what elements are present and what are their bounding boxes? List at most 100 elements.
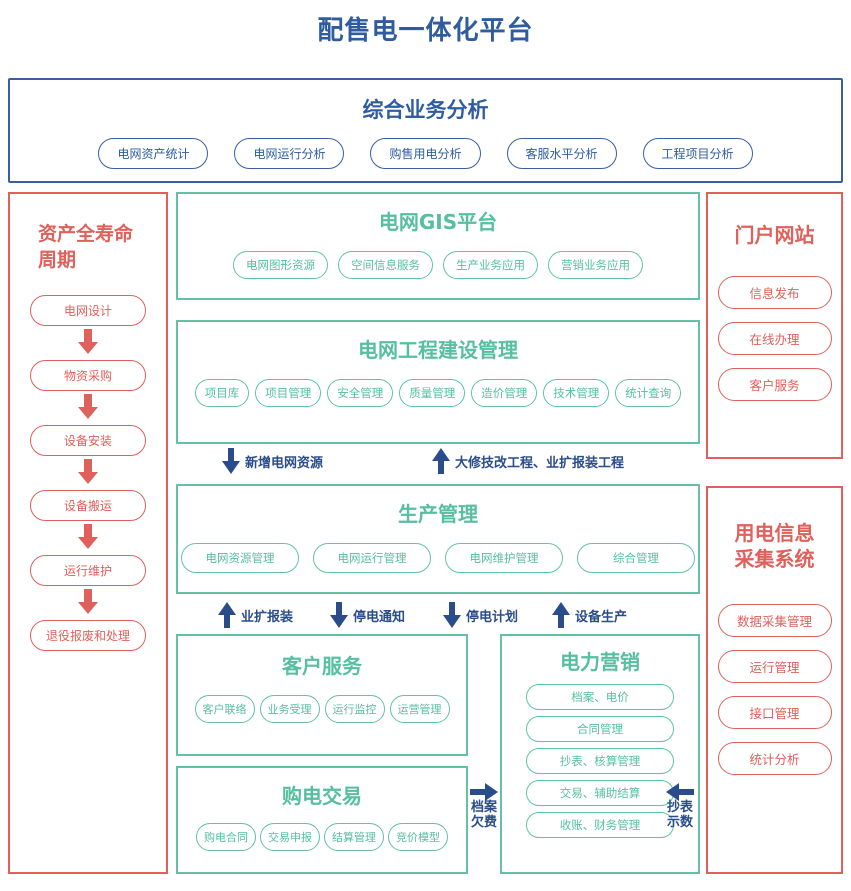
flow-business-expansion: 业扩报装 (218, 602, 293, 628)
metering-system-title-line1: 用电信息 (734, 521, 815, 545)
banner-item-service-level-analysis[interactable]: 客服水平分析 (506, 138, 617, 169)
purchase-item-settlement-mgmt[interactable]: 结算管理 (324, 823, 384, 851)
customer-service-pill-row: 客户联络 业务受理 运行监控 运营管理 (178, 695, 466, 723)
production-item-grid-maintenance-mgmt[interactable]: 电网维护管理 (445, 543, 563, 573)
production-item-comprehensive-mgmt[interactable]: 综合管理 (577, 543, 695, 573)
portal-item-info-release[interactable]: 信息发布 (717, 276, 832, 309)
asset-lifecycle-title-line2: 周期 (38, 248, 77, 271)
metering-item-data-collection-mgmt[interactable]: 数据采集管理 (717, 604, 832, 637)
metering-item-operation-mgmt[interactable]: 运行管理 (717, 650, 832, 683)
gis-platform-title: 电网GIS平台 (378, 210, 498, 234)
banner-title: 综合业务分析 (362, 98, 489, 122)
portal-site-panel: 门户网站 信息发布 在线办理 客户服务 (706, 192, 843, 459)
banner-item-grid-asset-stats[interactable]: 电网资产统计 (98, 138, 209, 169)
gis-platform-pill-row: 电网图形资源 空间信息服务 生产业务应用 营销业务应用 (178, 251, 698, 279)
arrow-up-icon (432, 448, 450, 474)
arrow-down-icon (84, 459, 92, 474)
banner-item-project-analysis[interactable]: 工程项目分析 (642, 138, 753, 169)
lifecycle-step-operation-maintenance[interactable]: 运行维护 (30, 555, 146, 587)
lifecycle-step-equipment-transport[interactable]: 设备搬运 (30, 490, 146, 522)
flow-new-grid-resources: 新增电网资源 (222, 448, 323, 474)
construction-item-statistics-query[interactable]: 统计查询 (615, 379, 682, 407)
production-item-grid-operation-mgmt[interactable]: 电网运行管理 (313, 543, 431, 573)
arrow-down-icon (330, 602, 348, 628)
portal-item-customer-service[interactable]: 客户服务 (717, 368, 832, 401)
grid-construction-panel: 电网工程建设管理 项目库 项目管理 安全管理 质量管理 造价管理 技术管理 统计… (176, 320, 700, 444)
lifecycle-step-decommission-disposal[interactable]: 退役报废和处理 (30, 620, 146, 652)
flow-meter-reading-value-line2: 示数 (666, 814, 693, 830)
construction-item-quality-mgmt[interactable]: 质量管理 (399, 379, 466, 407)
asset-lifecycle-panel: 资产全寿命 周期 电网设计 物资采购 设备安装 设备搬运 运行维护 退役报废和处… (8, 192, 168, 874)
power-purchase-pill-row: 购电合同 交易申报 结算管理 竞价模型 (178, 823, 466, 851)
flow-archive-arrears: 档案 欠费 (468, 783, 500, 831)
service-item-customer-contact[interactable]: 客户联络 (194, 695, 255, 723)
construction-item-project-mgmt[interactable]: 项目管理 (255, 379, 322, 407)
flow-equipment-production: 设备生产 (552, 602, 627, 628)
construction-item-cost-mgmt[interactable]: 造价管理 (471, 379, 538, 407)
purchase-item-trade-declaration[interactable]: 交易申报 (260, 823, 320, 851)
construction-item-technical-mgmt[interactable]: 技术管理 (543, 379, 610, 407)
service-item-operation-mgmt[interactable]: 运营管理 (389, 695, 450, 723)
power-purchase-title: 购电交易 (282, 784, 362, 808)
marketing-item-archive-price[interactable]: 档案、电价 (526, 684, 674, 710)
production-management-pill-row: 电网资源管理 电网运行管理 电网维护管理 综合管理 (178, 543, 698, 573)
flow-archive-arrears-line2: 欠费 (470, 814, 497, 830)
marketing-item-trade-aux-settlement[interactable]: 交易、辅助结算 (526, 780, 674, 806)
arrow-down-icon (84, 329, 92, 344)
arrow-up-icon (218, 602, 236, 628)
flow-meter-reading-value-line1: 抄表 (666, 800, 693, 815)
portal-site-title: 门户网站 (734, 223, 815, 247)
production-management-title: 生产管理 (398, 502, 478, 526)
gis-item-production-application[interactable]: 生产业务应用 (443, 251, 538, 279)
portal-site-list: 信息发布 在线办理 客户服务 (708, 276, 841, 401)
flow-new-grid-resources-label: 新增电网资源 (245, 455, 324, 471)
flow-outage-notice: 停电通知 (330, 602, 405, 628)
arrow-left-icon (666, 783, 694, 801)
metering-item-interface-mgmt[interactable]: 接口管理 (717, 696, 832, 729)
customer-service-panel: 客户服务 客户联络 业务受理 运行监控 运营管理 (176, 634, 468, 756)
power-marketing-list: 档案、电价 合同管理 抄表、核算管理 交易、辅助结算 收账、财务管理 (502, 684, 698, 838)
asset-lifecycle-title-line1: 资产全寿命 (38, 223, 134, 245)
lifecycle-step-grid-design[interactable]: 电网设计 (30, 295, 146, 327)
production-management-panel: 生产管理 电网资源管理 电网运行管理 电网维护管理 综合管理 (176, 484, 700, 594)
banner-item-purchase-sale-analysis[interactable]: 购售用电分析 (370, 138, 481, 169)
service-item-business-acceptance[interactable]: 业务受理 (259, 695, 320, 723)
flow-overhaul-and-expansion-label: 大修技改工程、业扩报装工程 (455, 455, 625, 471)
lifecycle-step-material-procurement[interactable]: 物资采购 (30, 360, 146, 392)
page-title: 配售电一体化平台 (317, 16, 534, 46)
gis-item-marketing-application[interactable]: 营销业务应用 (548, 251, 643, 279)
purchase-item-purchase-contract[interactable]: 购电合同 (196, 823, 256, 851)
purchase-item-bidding-model[interactable]: 竞价模型 (388, 823, 448, 851)
metering-system-panel: 用电信息 采集系统 数据采集管理 运行管理 接口管理 统计分析 (706, 486, 843, 874)
asset-lifecycle-title: 资产全寿命 周期 (10, 194, 166, 273)
power-marketing-title: 电力营销 (560, 650, 640, 674)
marketing-item-meter-reading-accounting[interactable]: 抄表、核算管理 (526, 748, 674, 774)
customer-service-title: 客户服务 (282, 654, 362, 678)
flow-outage-plan: 停电计划 (443, 602, 518, 628)
arrow-down-icon (443, 602, 461, 628)
construction-item-safety-mgmt[interactable]: 安全管理 (327, 379, 394, 407)
flow-equipment-production-label: 设备生产 (575, 609, 628, 625)
comprehensive-business-analysis-panel: 综合业务分析 电网资产统计 电网运行分析 购售用电分析 客服水平分析 工程项目分… (8, 78, 843, 183)
service-item-operation-monitoring[interactable]: 运行监控 (324, 695, 385, 723)
marketing-item-receivables-finance[interactable]: 收账、财务管理 (526, 812, 674, 838)
lifecycle-step-equipment-installation[interactable]: 设备安装 (30, 425, 146, 457)
asset-lifecycle-flow: 电网设计 物资采购 设备安装 设备搬运 运行维护 退役报废和处理 (10, 295, 166, 652)
metering-system-title: 用电信息 采集系统 (708, 520, 841, 572)
marketing-item-contract-mgmt[interactable]: 合同管理 (526, 716, 674, 742)
gis-item-graphic-resources[interactable]: 电网图形资源 (233, 251, 328, 279)
metering-item-statistical-analysis[interactable]: 统计分析 (717, 742, 832, 775)
banner-pill-row: 电网资产统计 电网运行分析 购售用电分析 客服水平分析 工程项目分析 (10, 138, 841, 169)
flow-overhaul-and-expansion: 大修技改工程、业扩报装工程 (432, 448, 624, 474)
flow-meter-reading-value: 抄表 示数 (662, 783, 698, 831)
flow-outage-notice-label: 停电通知 (353, 609, 406, 625)
portal-item-online-service[interactable]: 在线办理 (717, 322, 832, 355)
arrow-down-icon (84, 589, 92, 604)
gis-item-spatial-info-service[interactable]: 空间信息服务 (338, 251, 433, 279)
production-item-grid-resource-mgmt[interactable]: 电网资源管理 (181, 543, 299, 573)
flow-business-expansion-label: 业扩报装 (241, 609, 294, 625)
construction-item-project-library[interactable]: 项目库 (194, 379, 250, 407)
arrow-right-icon (470, 783, 498, 801)
grid-construction-title: 电网工程建设管理 (358, 338, 518, 362)
banner-item-grid-operation-analysis[interactable]: 电网运行分析 (234, 138, 345, 169)
